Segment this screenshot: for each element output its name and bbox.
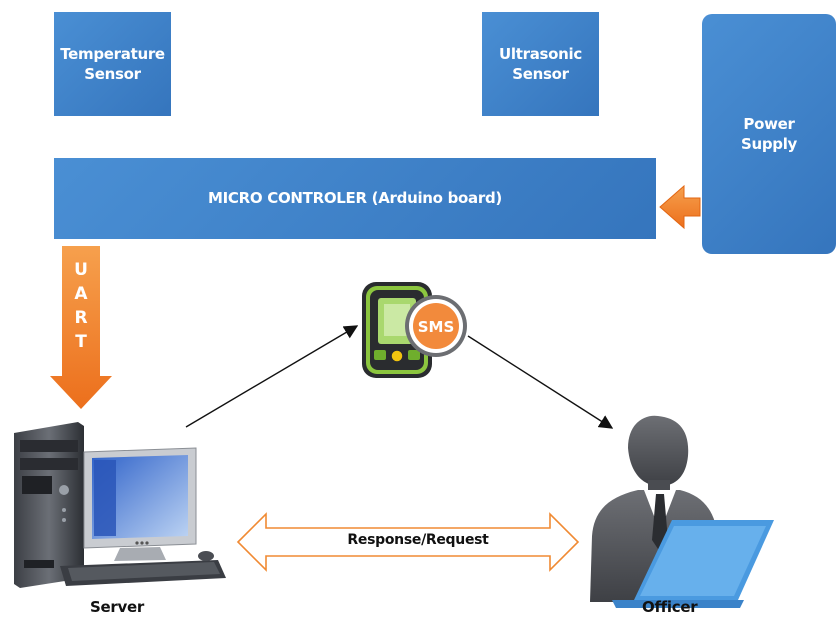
server-to-phone-arrow (185, 325, 359, 428)
microcontroller-label: MICRO CONTROLER (Arduino board) (208, 189, 502, 208)
server-caption: Server (90, 598, 144, 616)
response-request-label: Response/Request (347, 532, 489, 548)
power-supply-node: Power Supply (702, 14, 836, 254)
ultrasonic-sensor-node: Ultrasonic Sensor (482, 12, 599, 116)
microcontroller-node: MICRO CONTROLER (Arduino board) (54, 158, 656, 239)
ultrasonic-sensor-label: Ultrasonic Sensor (499, 44, 582, 83)
response-request-arrow (236, 512, 580, 572)
officer-caption: Officer (642, 598, 698, 616)
power-supply-label: Power Supply (740, 114, 798, 153)
uart-letter: T (75, 332, 87, 352)
power-arrow (659, 184, 701, 230)
uart-letter: R (74, 308, 88, 328)
uart-arrow (50, 246, 112, 409)
temperature-sensor-node: Temperature Sensor (54, 12, 171, 116)
sms-phone-icon (362, 282, 467, 378)
uart-letter: A (74, 284, 88, 304)
desktop-computer-icon (14, 422, 226, 588)
phone-to-officer-arrow (467, 335, 614, 429)
temperature-sensor-label: Temperature Sensor (60, 44, 165, 83)
person-laptop-icon (590, 415, 774, 608)
uart-letter: U (74, 260, 88, 280)
